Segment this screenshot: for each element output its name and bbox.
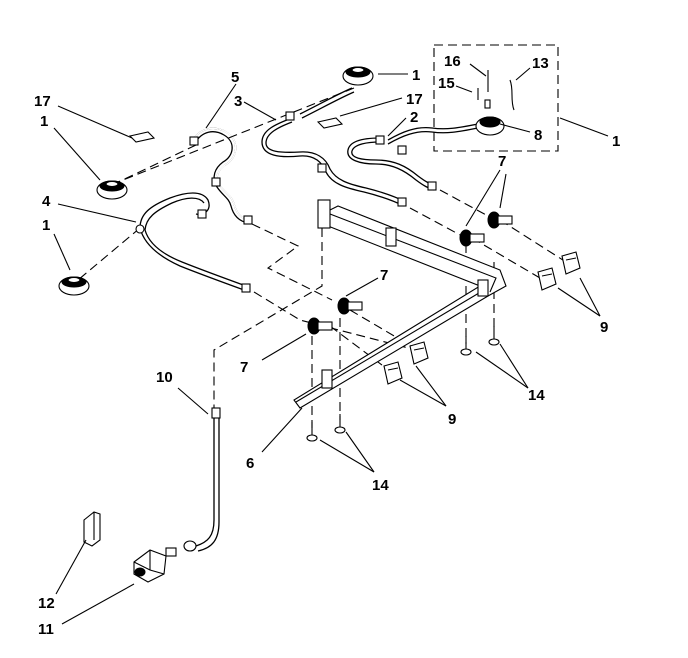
callout-9-mid: 9 [448,411,456,428]
callout-7-mid: 7 [380,267,388,284]
gas-tubes [139,87,479,552]
orifice-7-right-b [487,211,513,229]
callouts: 17 1 5 3 4 1 1 17 2 16 15 13 8 1 7 7 7 9… [34,53,620,638]
callout-14-left: 14 [372,477,389,494]
callout-14-right: 14 [528,387,545,404]
burner-holders [383,251,581,385]
callout-7-left: 7 [240,359,248,376]
burner-8 [475,70,515,136]
detail-box-dashed [433,44,559,152]
callout-1-lower-left: 1 [42,217,50,234]
callout-15: 15 [438,75,455,92]
callout-11: 11 [38,621,54,638]
valve-11 [133,540,197,583]
burner-base-left-lower [58,276,90,296]
callout-3: 3 [234,93,242,110]
callout-12: 12 [38,595,55,612]
burner-base-left-upper [96,180,128,200]
callout-1-top: 1 [412,67,420,84]
tube-4 [139,192,245,291]
bracket-17-left [128,131,156,143]
burner-base-top [342,66,374,86]
orifice-7-left [307,317,333,335]
screws [306,326,500,442]
tube-3 [261,117,405,207]
orifice-7-right-a [459,229,485,247]
callout-6: 6 [246,455,254,472]
manifold-bracket [293,199,507,409]
leader-lines [53,63,609,625]
callout-8: 8 [534,127,542,144]
orifice-fittings [307,211,513,335]
callout-1-right: 1 [612,133,620,150]
callout-17-left: 17 [34,93,51,110]
callout-5: 5 [231,69,239,86]
callout-7-right: 7 [498,153,506,170]
callout-2: 2 [410,109,418,126]
callout-1-upper-left: 1 [40,113,48,130]
callout-9-right: 9 [600,319,608,336]
tube-10 [195,414,215,547]
callout-16: 16 [444,53,461,70]
callout-13: 13 [532,55,549,72]
fittings [135,111,437,419]
callout-17-right: 17 [406,91,423,108]
orifice-7-mid [337,297,363,315]
bracket-12 [83,511,101,547]
bracket-17-right [316,117,344,129]
tube-5 [191,127,249,221]
callout-4: 4 [42,193,51,210]
tube-2 [347,137,435,191]
callout-10: 10 [156,369,173,386]
